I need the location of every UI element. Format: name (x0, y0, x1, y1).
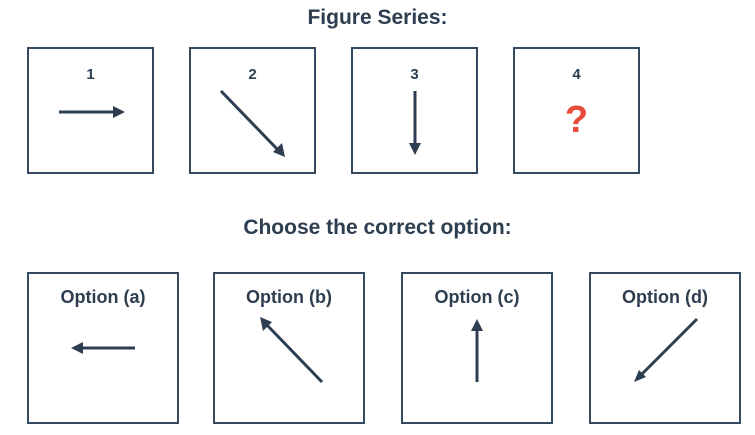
option-label: Option (b) (246, 287, 332, 307)
figure-number: 2 (248, 66, 257, 83)
arrow-down-left-icon (634, 317, 699, 382)
arrow-right-icon (59, 106, 125, 118)
figure-box-4: 4 ? (513, 47, 640, 174)
figure-box-2: 2 (189, 47, 316, 174)
arrow-left-icon (71, 342, 135, 354)
figure-box-1: 1 (27, 47, 154, 174)
figure-number: 4 (572, 66, 581, 83)
option-c-box[interactable]: Option (c) (401, 272, 553, 424)
figure-number: 3 (410, 66, 419, 83)
arrow-up-icon (471, 319, 483, 382)
figure-series-title: Figure Series: (307, 6, 448, 29)
options-title: Choose the correct option: (243, 216, 512, 239)
option-label: Option (d) (622, 287, 708, 307)
option-label: Option (c) (434, 287, 520, 307)
option-label: Option (a) (60, 287, 146, 307)
option-a-box[interactable]: Option (a) (27, 272, 179, 424)
arrow-down-right-icon (219, 89, 285, 157)
figure-box-3: 3 (351, 47, 478, 174)
question-mark: ? (564, 99, 589, 141)
arrow-up-left-icon (260, 317, 324, 384)
option-b-box[interactable]: Option (b) (213, 272, 365, 424)
option-d-box[interactable]: Option (d) (589, 272, 741, 424)
figure-number: 1 (86, 66, 95, 83)
arrow-down-icon (409, 91, 421, 155)
